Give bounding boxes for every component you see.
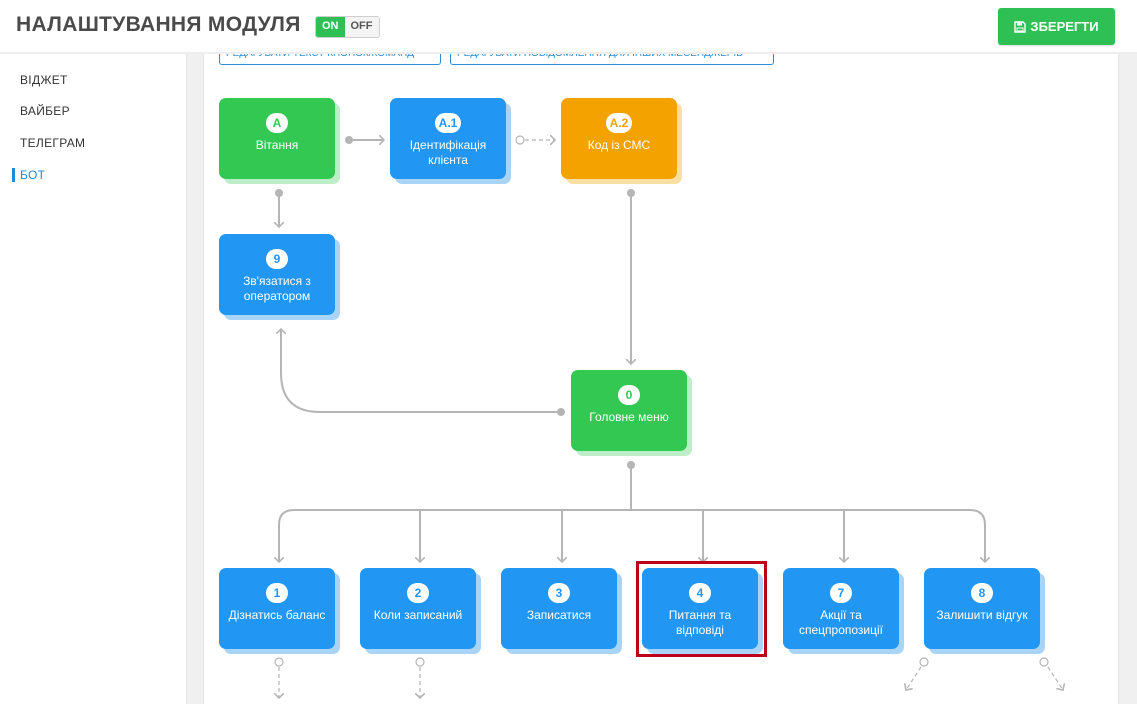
connector-dot-open xyxy=(919,657,929,667)
node-badge: 0 xyxy=(618,385,640,405)
toggle-on[interactable]: ON xyxy=(316,17,345,37)
sidebar-item-bot[interactable]: БОТ xyxy=(20,168,46,182)
node-badge: 4 xyxy=(689,583,711,603)
connector-mainmenu-operator xyxy=(281,329,561,413)
node-label: Коли записаний xyxy=(373,608,463,622)
node-label: Ідентифікація клієнта xyxy=(409,138,487,167)
node-face: A.1 Ідентифікація клієнта xyxy=(390,98,506,179)
node-badge: 1 xyxy=(266,583,288,603)
node-face: A.2 Код із СМС xyxy=(561,98,677,179)
node-label: Вітання xyxy=(255,138,299,152)
active-item-marker xyxy=(12,168,15,182)
node-feedback[interactable]: 8 Залишити відгук xyxy=(924,568,1045,654)
node-badge: A.2 xyxy=(605,113,633,133)
sidebar-item-viber[interactable]: ВАЙБЕР xyxy=(20,104,70,118)
node-balance[interactable]: 1 Дізнатись баланс xyxy=(219,568,340,654)
node-badge: 9 xyxy=(266,249,288,269)
node-badge: 8 xyxy=(971,583,993,603)
sidebar-item-widget[interactable]: ВІДЖЕТ xyxy=(20,73,68,87)
node-promotions[interactable]: 7 Акції та спецпропозиції xyxy=(783,568,904,654)
node-greeting[interactable]: A Вітання xyxy=(219,98,340,184)
save-button[interactable]: ЗБЕРЕГТИ xyxy=(998,8,1115,45)
node-label: Зв'язатися з оператором xyxy=(243,274,311,303)
node-label: Питання та відповіді xyxy=(668,608,732,637)
node-face: A Вітання xyxy=(219,98,335,179)
node-face: 4 Питання та відповіді xyxy=(642,568,758,649)
node-main-menu[interactable]: 0 Головне меню xyxy=(571,370,692,456)
node-badge: A.1 xyxy=(434,113,462,133)
module-toggle[interactable]: ON OFF xyxy=(315,16,380,38)
connector-feedback-out-right xyxy=(1047,666,1063,690)
connector-dot-open xyxy=(515,135,525,145)
node-label: Дізнатись баланс xyxy=(228,608,326,622)
node-sign-up[interactable]: 3 Записатися xyxy=(501,568,622,654)
connector-dot-open xyxy=(1039,657,1049,667)
connector-dot-open xyxy=(274,657,284,667)
node-face: 3 Записатися xyxy=(501,568,617,649)
node-label: Головне меню xyxy=(589,410,669,424)
node-face: 9 Зв'язатися з оператором xyxy=(219,234,335,315)
node-badge: 3 xyxy=(548,583,570,603)
floppy-disk-icon xyxy=(1014,20,1027,33)
node-badge: 2 xyxy=(407,583,429,603)
node-label: Код із СМС xyxy=(587,138,651,152)
node-label: Залишити відгук xyxy=(936,608,1028,622)
selection-highlight xyxy=(636,561,767,657)
node-sms-code[interactable]: A.2 Код із СМС xyxy=(561,98,682,184)
sidebar-item-telegram[interactable]: ТЕЛЕГРАМ xyxy=(20,136,86,150)
connector-feedback-out-left xyxy=(906,666,922,690)
app-header: НАЛАШТУВАННЯ МОДУЛЯ ON OFF ЗБЕРЕГТИ xyxy=(0,0,1137,54)
toggle-off[interactable]: OFF xyxy=(344,17,379,37)
node-operator[interactable]: 9 Зв'язатися з оператором xyxy=(219,234,340,320)
node-face: 2 Коли записаний xyxy=(360,568,476,649)
node-faq[interactable]: 4 Питання та відповіді xyxy=(642,568,763,654)
connector-branch-bar xyxy=(278,509,985,562)
node-face: 8 Залишити відгук xyxy=(924,568,1040,649)
node-label: Записатися xyxy=(526,608,592,622)
save-button-label: ЗБЕРЕГТИ xyxy=(1030,19,1099,34)
node-identification[interactable]: A.1 Ідентифікація клієнта xyxy=(390,98,511,184)
node-face: 7 Акції та спецпропозиції xyxy=(783,568,899,649)
node-badge: 7 xyxy=(830,583,852,603)
node-badge: A xyxy=(266,113,288,133)
sidebar: ВІДЖЕТ ВАЙБЕР ТЕЛЕГРАМ БОТ xyxy=(0,54,187,704)
node-face: 1 Дізнатись баланс xyxy=(219,568,335,649)
node-face: 0 Головне меню xyxy=(571,370,687,451)
node-when-booked[interactable]: 2 Коли записаний xyxy=(360,568,481,654)
page-title: НАЛАШТУВАННЯ МОДУЛЯ xyxy=(16,13,301,36)
node-label: Акції та спецпропозиції xyxy=(798,608,883,637)
connector-dot-open xyxy=(415,657,425,667)
